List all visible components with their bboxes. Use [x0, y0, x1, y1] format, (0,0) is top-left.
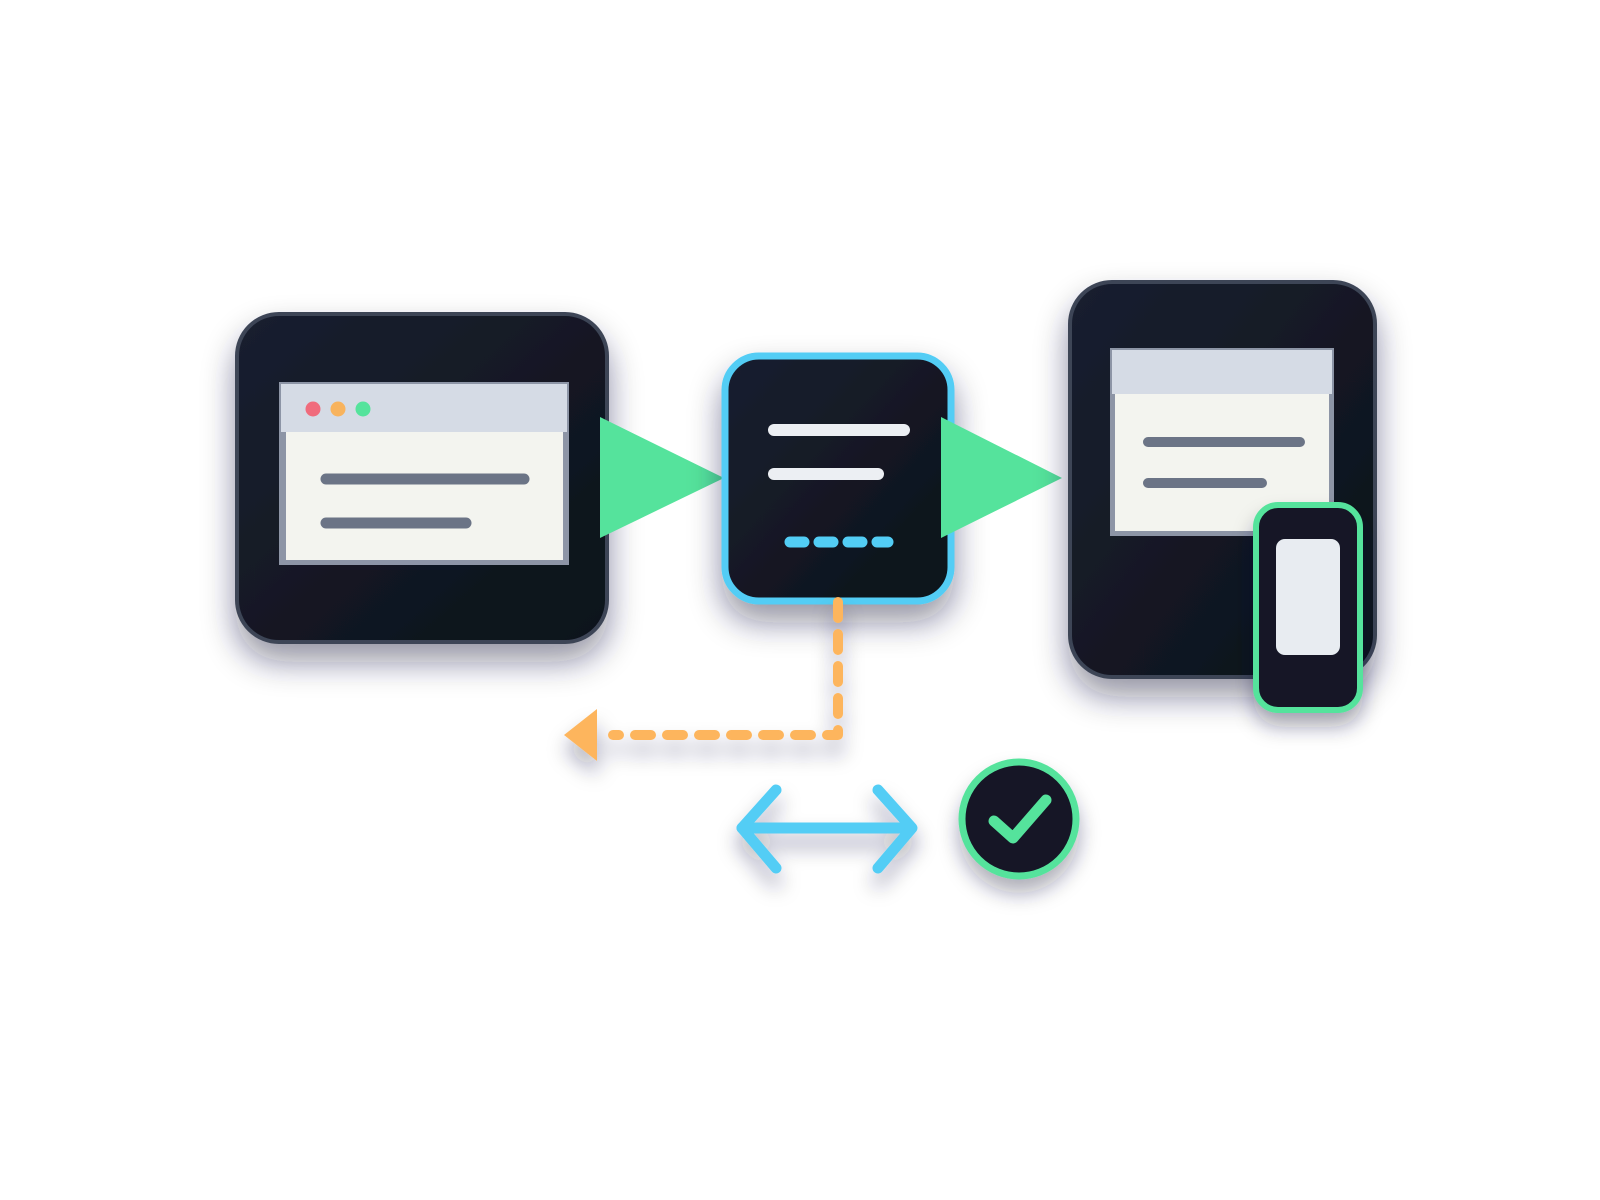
check-circle-bg	[958, 758, 1080, 880]
desktop-window-chrome	[1112, 350, 1332, 394]
play-arrow-icon	[600, 417, 724, 538]
double-arrow-left-head	[736, 784, 782, 874]
traffic-light-dots-icon	[305, 401, 371, 417]
return-arrow-head	[564, 709, 597, 761]
browser-window-body	[286, 432, 563, 560]
browser-window-chrome	[281, 384, 567, 432]
document-card-icon	[768, 424, 910, 548]
check-mark	[988, 794, 1052, 844]
dashed-return-arrow-icon	[564, 597, 843, 761]
return-path-line	[608, 597, 843, 740]
checkmark-circle-icon	[958, 758, 1080, 880]
mobile-phone-icon	[1253, 502, 1363, 713]
minimize-dot	[330, 401, 346, 417]
double-headed-arrow-icon	[736, 784, 918, 874]
play-arrow-icon	[941, 417, 1062, 538]
browser-window-icon	[279, 382, 569, 565]
maximize-dot	[355, 401, 371, 417]
phone-screen	[1276, 539, 1340, 655]
double-arrow-right-head	[872, 784, 918, 874]
close-dot	[305, 401, 321, 417]
responsive-devices-icon	[1110, 348, 1334, 536]
